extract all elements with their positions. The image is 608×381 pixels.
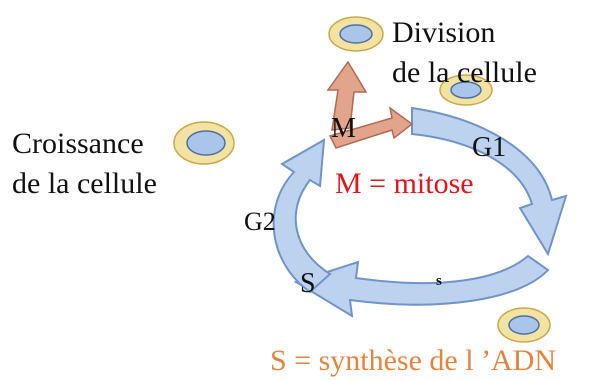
mitose-label: M = mitose: [335, 167, 474, 200]
phase-s-small-label: s: [436, 273, 442, 289]
phase-g1-label: G1: [472, 132, 506, 163]
cell-synthesis: [497, 307, 551, 343]
m-arrow-right: [328, 106, 414, 149]
phase-m-label: M: [331, 113, 356, 144]
phase-s-label: S: [300, 268, 316, 299]
croissance-label-line2: de la cellule: [12, 167, 157, 200]
division-label-line2: de la cellule: [392, 56, 537, 89]
phase-g2-label: G2: [244, 207, 276, 236]
croissance-label-line1: Croissance: [12, 127, 144, 160]
synthese-label: S = synthèse de l ’ADN: [270, 344, 556, 377]
arc-g2: [272, 138, 332, 294]
cycle-ring: [272, 106, 568, 318]
m-arrow-up: [326, 60, 368, 131]
arc-s: [293, 254, 550, 318]
m-arrows: [326, 60, 414, 149]
division-label-line1: Division: [392, 16, 495, 49]
cell-division-top: [328, 16, 384, 52]
arc-g1: [411, 106, 568, 257]
cell-division-bottom: [439, 74, 493, 106]
cell-growing: [173, 121, 235, 165]
